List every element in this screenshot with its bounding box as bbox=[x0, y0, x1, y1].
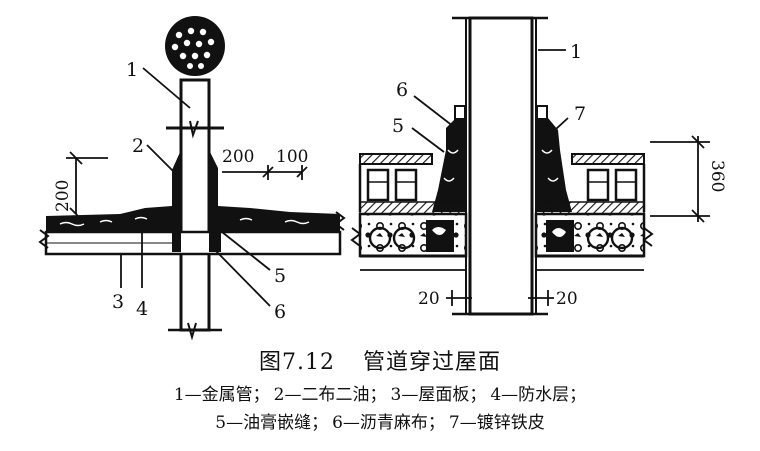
left-callout-4: 4 bbox=[136, 298, 148, 320]
right-dim-gap-right: 20 bbox=[556, 289, 578, 309]
left-dim-height: 200 bbox=[53, 180, 73, 212]
right-callout-5: 5 bbox=[392, 115, 404, 137]
right-callout-7: 7 bbox=[574, 103, 586, 125]
figure-number: 图7.12 bbox=[258, 350, 335, 375]
metal-pipe-right bbox=[468, 16, 534, 316]
roof-pipe-diagram: 1 2 3 4 5 6 200 200 100 bbox=[38, 16, 727, 340]
left-dim-width-a: 200 bbox=[222, 147, 254, 167]
figure-caption: 图7.12 管道穿过屋面 bbox=[0, 344, 760, 376]
sealant-left bbox=[432, 118, 466, 212]
sealant-right bbox=[536, 118, 572, 212]
left-callout-5: 5 bbox=[274, 265, 286, 287]
legend-item-4: 4—防水层； bbox=[490, 385, 587, 405]
left-callout-6: 6 bbox=[274, 301, 286, 323]
waterproof-layer-right bbox=[218, 206, 340, 232]
right-dim-height: 360 bbox=[707, 160, 727, 192]
legend-line-1: 1—金属管；2—二布二油；3—屋面板；4—防水层； bbox=[0, 380, 760, 405]
roof-assembly-left bbox=[350, 153, 468, 271]
pipe-section-holes bbox=[171, 27, 215, 69]
left-view: 1 2 3 4 5 6 200 200 100 bbox=[38, 16, 346, 340]
roof-assembly-right bbox=[534, 153, 654, 271]
left-callout-2: 2 bbox=[132, 135, 144, 157]
right-view: 1 6 5 7 360 20 20 bbox=[350, 16, 727, 316]
metal-pipe bbox=[179, 78, 211, 332]
right-callout-1: 1 bbox=[570, 41, 582, 63]
legend-item-7: 7—镀锌铁皮 bbox=[448, 413, 545, 433]
pipe-section-circle bbox=[165, 16, 225, 76]
left-callout-1: 1 bbox=[126, 59, 138, 81]
legend-item-6: 6—沥青麻布； bbox=[332, 413, 445, 433]
figure-title: 管道穿过屋面 bbox=[362, 350, 501, 375]
legend-item-5: 5—油膏嵌缝； bbox=[215, 413, 329, 433]
legend-line-2: 5—油膏嵌缝；6—沥青麻布；7—镀锌铁皮 bbox=[0, 408, 760, 433]
left-callout-3: 3 bbox=[112, 291, 124, 313]
right-callout-6: 6 bbox=[396, 79, 408, 101]
right-dim-gap-left: 20 bbox=[418, 289, 440, 309]
legend-item-3: 3—屋面板； bbox=[390, 385, 487, 405]
legend-item-1: 1—金属管； bbox=[173, 385, 270, 405]
legend-item-2: 2—二布二油； bbox=[273, 385, 387, 405]
left-dim-width-b: 100 bbox=[276, 147, 308, 167]
